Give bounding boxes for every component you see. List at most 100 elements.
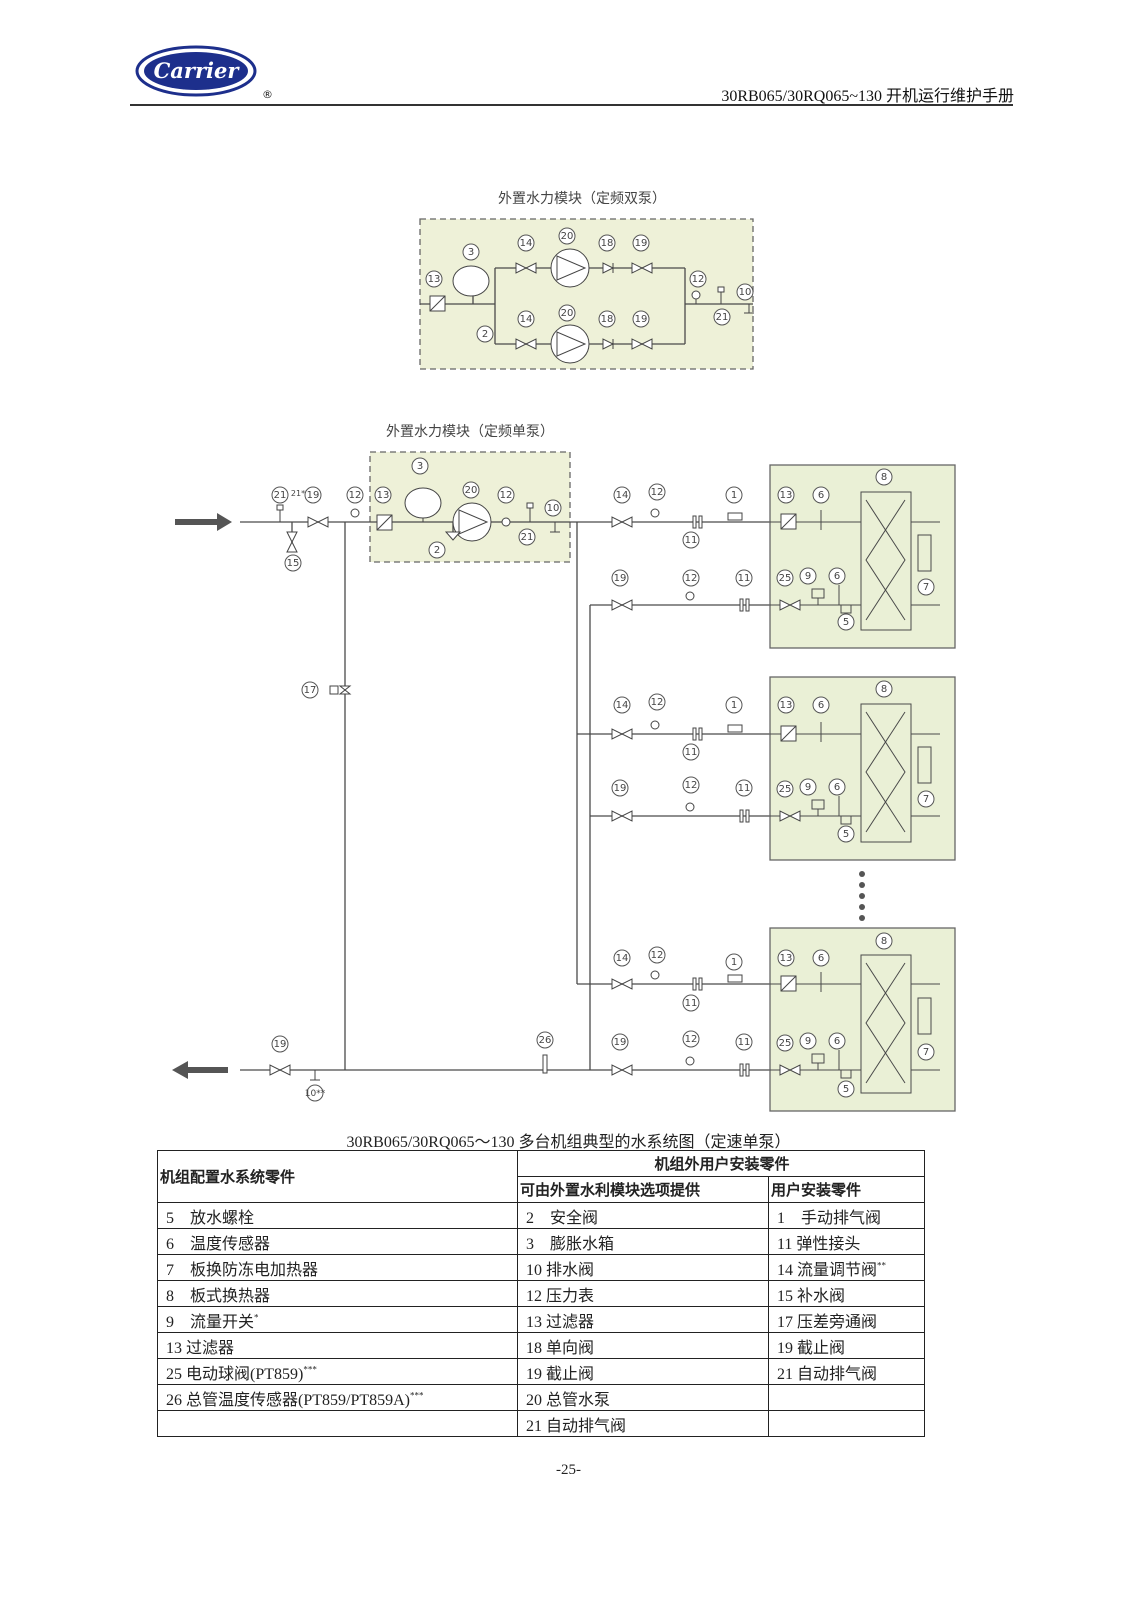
svg-text:12: 12 <box>685 1034 698 1045</box>
table-cell: 2 安全阀 <box>517 1202 769 1229</box>
top-module-title: 外置水力模块（定频双泵） <box>498 191 666 207</box>
table-cell: 17 压差旁通阀 <box>767 1306 926 1333</box>
cell-text: 18 单向阀 <box>526 1339 595 1357</box>
svg-text:6: 6 <box>834 571 840 582</box>
svg-text:2: 2 <box>434 545 440 556</box>
unit-3: 13 6 8 25 9 6 5 7 <box>769 927 956 1112</box>
svg-text:11: 11 <box>738 783 751 794</box>
svg-text:8: 8 <box>881 472 887 483</box>
svg-text:21: 21 <box>274 490 287 501</box>
svg-text:7: 7 <box>923 794 929 805</box>
svg-text:6: 6 <box>834 1036 840 1047</box>
table-cell: 11 弹性接头 <box>767 1228 926 1255</box>
top-pump-2 <box>550 324 590 364</box>
svg-text:25: 25 <box>779 1038 792 1049</box>
carrier-logo: Carrier <box>135 45 257 97</box>
table-row: 21 自动排气阀 <box>157 1410 926 1437</box>
svg-text:12: 12 <box>685 573 698 584</box>
svg-text:25: 25 <box>779 784 792 795</box>
tag-10-stars: 10** <box>305 1089 326 1099</box>
top-module-tags: 3 13 14 20 18 19 14 20 18 19 2 12 21 10 <box>425 227 754 343</box>
footnote-mark: *** <box>303 1364 317 1375</box>
unit-2: 13 6 8 25 9 6 5 7 <box>769 676 956 861</box>
svg-text:12: 12 <box>685 780 698 791</box>
svg-text:12: 12 <box>651 487 664 498</box>
table-cell: 19 截止阀 <box>517 1358 769 1385</box>
footnote-mark: ** <box>877 1260 887 1271</box>
table-cell: 8 板式换热器 <box>157 1280 518 1307</box>
tag-17: 17 <box>304 685 317 696</box>
svg-text:12: 12 <box>692 274 705 285</box>
table-cell: 18 单向阀 <box>517 1332 769 1359</box>
table-cell: 10 排水阀 <box>517 1254 769 1281</box>
footnote-mark: * <box>254 1312 259 1323</box>
table-row: 9 流量开关* 13 过滤器 17 压差旁通阀 <box>157 1306 926 1333</box>
outflow-arrow <box>172 1061 228 1079</box>
svg-text:6: 6 <box>818 490 824 501</box>
table-cell: 13 过滤器 <box>157 1332 518 1359</box>
main-module-title: 外置水力模块（定频单泵） <box>386 424 554 440</box>
svg-text:9: 9 <box>805 571 811 582</box>
svg-text:13: 13 <box>780 700 793 711</box>
main-piping <box>240 521 770 1071</box>
cell-text: 5 放水螺栓 <box>166 1209 255 1227</box>
svg-text:9: 9 <box>805 782 811 793</box>
table-cell: 5 放水螺栓 <box>157 1202 518 1229</box>
logo-text: Carrier <box>154 58 241 83</box>
table-cell: 15 补水阀 <box>767 1280 926 1307</box>
cell-text: 26 总管温度传感器(PT859/PT859A) <box>166 1391 411 1409</box>
document-title: 30RB065/30RQ065~130 开机运行维护手册 <box>721 88 1014 105</box>
top-pump-1 <box>550 248 590 288</box>
water-system-diagram: 外置水力模块（定频双泵） 3 13 14 20 18 19 14 20 18 <box>172 191 956 1112</box>
svg-text:19: 19 <box>614 783 627 794</box>
svg-text:26: 26 <box>539 1035 552 1046</box>
main-expansion-tank <box>404 487 442 519</box>
svg-text:1: 1 <box>731 490 737 501</box>
svg-text:1: 1 <box>731 700 737 711</box>
cell-text: 15 补水阀 <box>777 1287 846 1305</box>
parts-table: 机组配置水系统零件 机组外用户安装零件 可由外置水利模块选项提供 用户安装零件 … <box>157 1150 926 1437</box>
svg-text:6: 6 <box>818 700 824 711</box>
svg-text:3: 3 <box>468 247 474 258</box>
main-pump <box>452 502 492 542</box>
svg-text:6: 6 <box>834 782 840 793</box>
table-row: 6 温度传感器 3 膨胀水箱 11 弹性接头 <box>157 1228 926 1255</box>
table-cell: 14 流量调节阀** <box>767 1254 926 1281</box>
svg-text:11: 11 <box>685 535 698 546</box>
cell-text: 21 自动排气阀 <box>777 1365 878 1383</box>
cell-text: 6 温度传感器 <box>166 1235 271 1253</box>
svg-text:10: 10 <box>547 503 560 514</box>
svg-text:13: 13 <box>780 490 793 501</box>
svg-text:25: 25 <box>779 573 792 584</box>
svg-text:11: 11 <box>738 573 751 584</box>
svg-text:14: 14 <box>520 314 533 325</box>
col2-header: 可由外置水利模块选项提供 <box>517 1176 769 1203</box>
svg-text:20: 20 <box>561 231 574 242</box>
cell-text: 8 板式换热器 <box>166 1287 271 1305</box>
cell-text: 1 手动排气阀 <box>777 1209 882 1227</box>
svg-text:21: 21 <box>716 312 729 323</box>
svg-text:14: 14 <box>616 953 629 964</box>
svg-text:7: 7 <box>923 582 929 593</box>
svg-text:13: 13 <box>780 953 793 964</box>
svg-text:9: 9 <box>805 1036 811 1047</box>
group-header: 机组外用户安装零件 <box>516 1150 926 1177</box>
registered-mark: ® <box>262 88 273 101</box>
table-cell: 7 板换防冻电加热器 <box>157 1254 518 1281</box>
cell-text: 13 过滤器 <box>526 1313 595 1331</box>
top-valves <box>515 262 653 350</box>
svg-text:14: 14 <box>616 490 629 501</box>
cell-text: 10 排水阀 <box>526 1261 595 1279</box>
table-cell: 3 膨胀水箱 <box>517 1228 769 1255</box>
cell-text: 12 压力表 <box>526 1287 595 1305</box>
svg-text:18: 18 <box>601 238 614 249</box>
cell-text: 14 流量调节阀 <box>777 1261 878 1279</box>
svg-text:10: 10 <box>739 287 752 298</box>
cell-text: 25 电动球阀(PT859) <box>166 1365 304 1383</box>
table-cell <box>767 1410 926 1437</box>
cell-text: 3 膨胀水箱 <box>526 1235 615 1253</box>
table-cell: 26 总管温度传感器(PT859/PT859A)*** <box>157 1384 518 1411</box>
table-cell: 9 流量开关* <box>157 1306 518 1333</box>
table-cell: 21 自动排气阀 <box>517 1410 769 1437</box>
